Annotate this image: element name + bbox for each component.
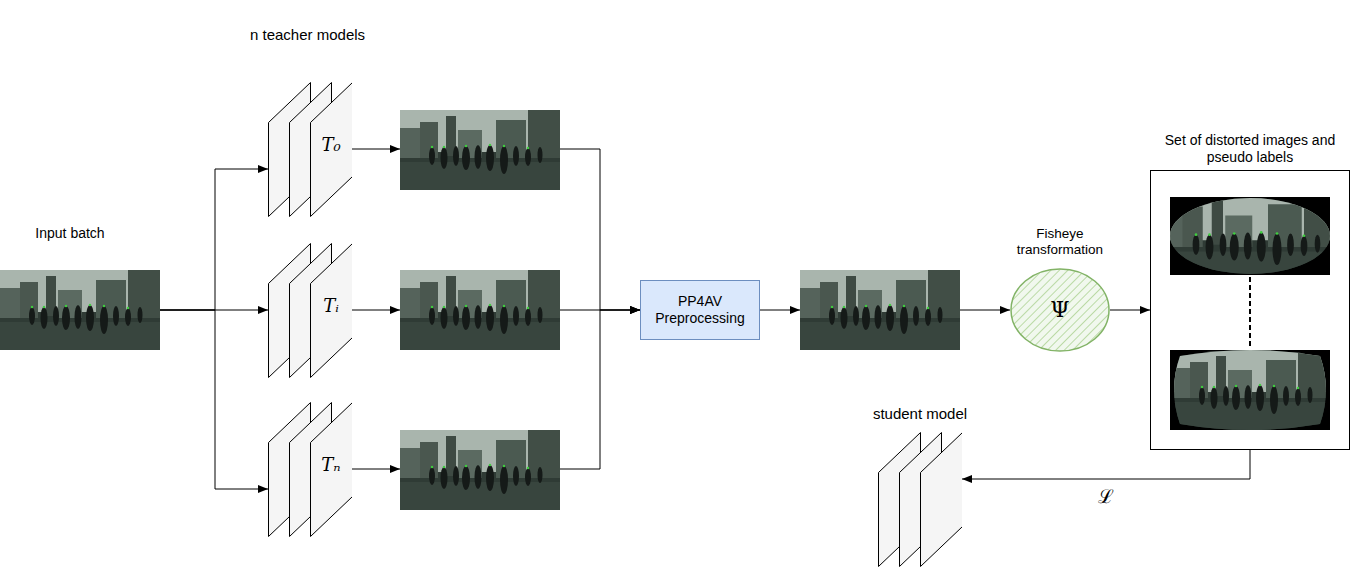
input-image [0,270,160,350]
teacher-output-image [400,270,560,350]
node-label: Fisheye transformation [1000,226,1120,258]
node-label: student model [853,405,987,423]
node-label: Tᵢ [310,295,352,317]
transform-circle-shape [1011,269,1109,351]
teacher-model: T₀ [268,82,351,216]
transform-circle: Fisheye transformationΨ [1010,226,1110,352]
node-symbol: Ψ [1010,268,1110,352]
flow-arrow [160,169,268,310]
node-label: Input batch [0,225,140,242]
arrow-head [790,306,800,314]
output-set-box: Set of distorted images and pseudo label… [1150,130,1350,450]
arrow-head [390,306,400,314]
model-plate [921,433,963,567]
preprocessed-image [800,270,960,350]
teacher-output-image [400,430,560,510]
input-batch: Input batch [0,225,160,350]
loss-label: ℒ [1096,485,1116,508]
distorted-image [1160,193,1340,283]
node-label: Tₙ [310,454,352,476]
arrow-head [390,465,400,473]
node-label: T₀ [310,134,352,156]
teacher-model: Tᵢ [268,243,351,377]
model-plate [311,244,353,378]
stack-outline [878,432,962,567]
distorted-image [1170,350,1330,430]
set-border [1150,170,1350,450]
flow-arrow [962,450,1250,479]
node-label: PP4AV Preprocessing [641,281,759,339]
group-title: n teacher models [250,26,365,44]
arrow-head [390,145,400,153]
stack-outline [268,243,352,378]
student-model: student model [878,405,962,567]
dashed-line [1249,277,1251,349]
flow-arrow [160,310,268,489]
node-label: Set of distorted images and pseudo label… [1160,132,1340,166]
flow-arrow [1110,310,1150,311]
teacher-model: Tₙ [268,402,351,536]
process-box: PP4AV Preprocessing [640,280,760,340]
model-plate [311,83,353,217]
teacher-output-image [400,110,560,190]
model-plate [311,403,353,537]
